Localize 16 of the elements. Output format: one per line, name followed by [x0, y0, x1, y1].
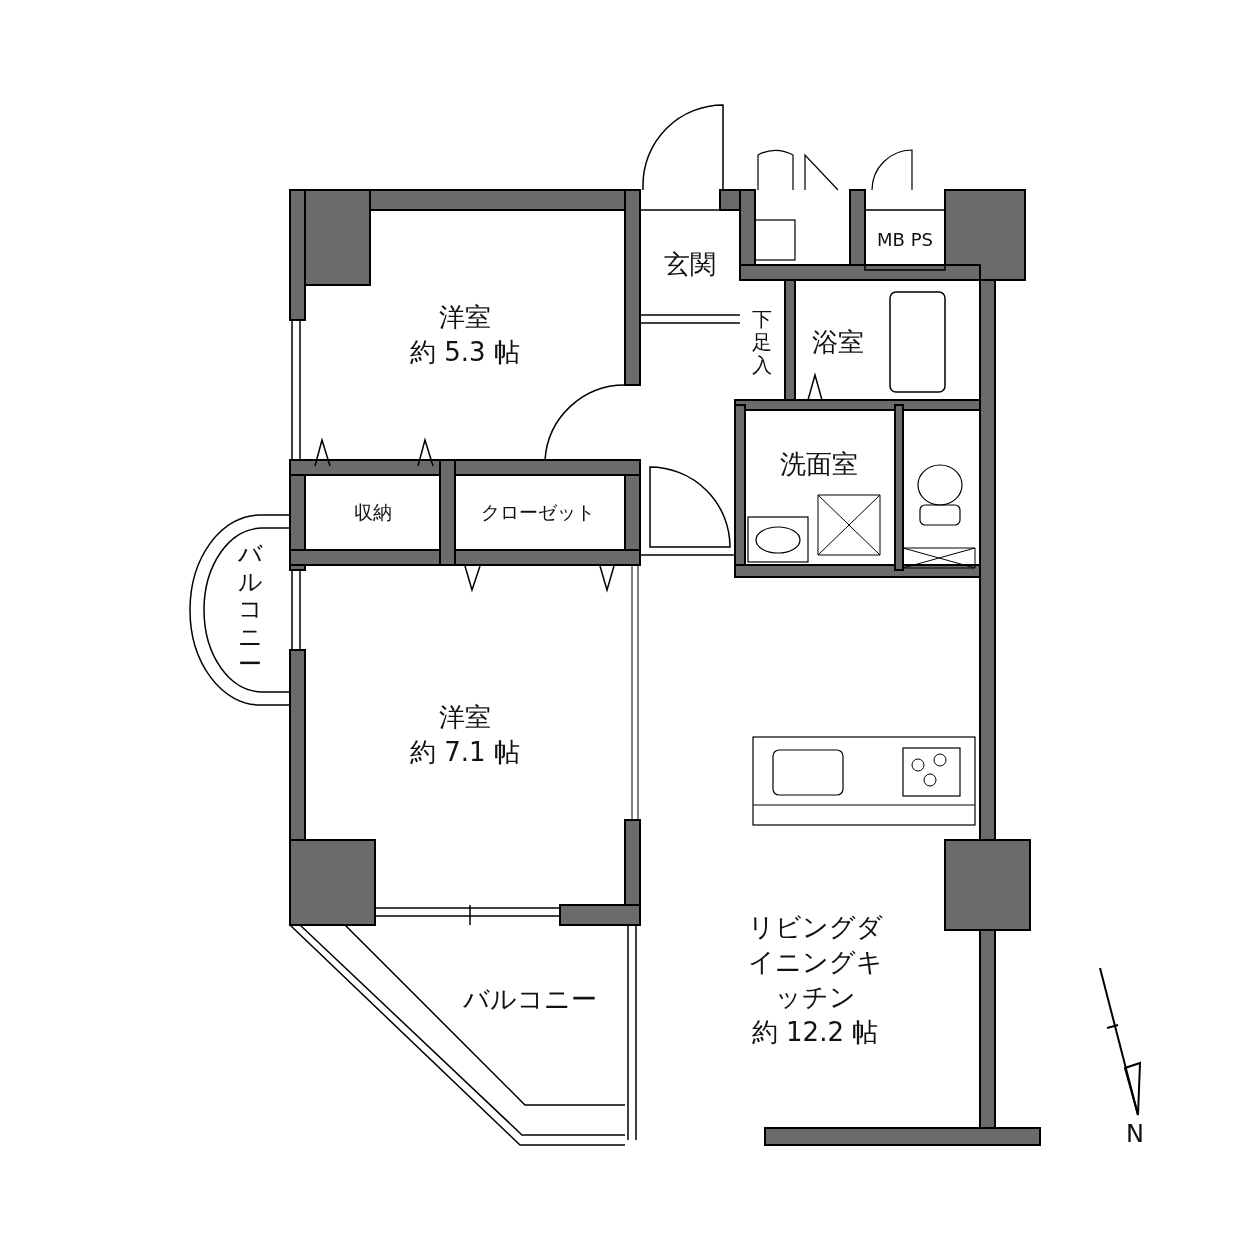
room-label: クローゼット — [480, 499, 595, 525]
room-label: バルコニー — [463, 983, 597, 1017]
room-label: 約 5.3 帖 — [410, 336, 520, 369]
room-label: 収納 — [353, 499, 392, 525]
room-label: 洋室 — [439, 700, 491, 734]
room-label: 約 7.1 帖 — [410, 736, 520, 769]
room-label: 浴室 — [811, 325, 864, 359]
north-label: N — [1126, 1120, 1144, 1148]
room-label: 玄関 — [664, 248, 716, 282]
room-label: バルコニー — [237, 541, 263, 679]
room-label: 約 12.2 帖 — [751, 1016, 879, 1050]
room-label: 洋室 — [439, 300, 491, 334]
room-label: 下足入 — [751, 308, 773, 377]
room-label: リビングダイニングキッチン — [746, 910, 884, 1014]
room-label: 洗面室 — [780, 447, 858, 481]
room-label: MB PS — [877, 227, 933, 252]
